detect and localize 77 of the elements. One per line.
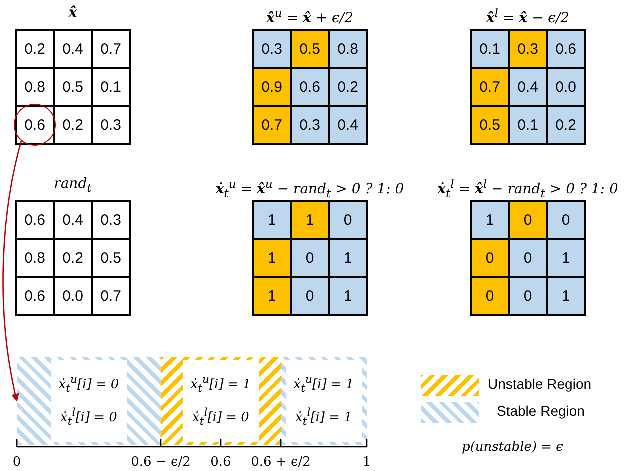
matrix-cell: 0.7 — [92, 277, 130, 315]
formula-text: ẋ$_{t}$$^{l}$[i] = 0 — [192, 405, 250, 430]
formula-text: ẋ$_{t}$$^{u}$[i] = 1 — [190, 372, 252, 397]
matrix-cell: 0.0 — [547, 68, 585, 106]
matrix-cell: 0 — [471, 277, 509, 315]
formula-text: ẋ$_{t}$$^{l}$[i] = 1 — [296, 405, 352, 430]
legend-label: Unstable Region — [488, 376, 592, 392]
matrix-cell: 0 — [471, 239, 509, 277]
tick-label: 0.6 + ϵ/2 — [251, 454, 311, 471]
matrix-cell: 0.3 — [92, 106, 130, 144]
matrix-cell: 0.6 — [16, 277, 54, 315]
tick-label: 0 — [12, 454, 22, 471]
matrix-cell: 0.7 — [471, 68, 509, 106]
curved-arrow — [2, 140, 22, 402]
matrix-cell: 0.1 — [509, 106, 547, 144]
matrix-cell: 1 — [329, 277, 367, 315]
matrix-cell: 0.8 — [329, 30, 367, 68]
matrix-title: x̂$^{l}$ = x̂ − ϵ/2 — [485, 5, 571, 27]
matrix-cell: 1 — [253, 239, 291, 277]
matrix-cell: 0.6 — [291, 68, 329, 106]
formula-text: p(unstable) = ϵ — [462, 439, 564, 457]
matrix-cell: 0.3 — [509, 30, 547, 68]
matrix-cell: 1 — [253, 201, 291, 239]
matrix-cell: 0.1 — [92, 68, 130, 106]
matrix-cell: 0.0 — [54, 277, 92, 315]
matrix-cell: 0 — [329, 201, 367, 239]
matrix-cell: 0.6 — [547, 30, 585, 68]
matrix-cell: 1 — [471, 201, 509, 239]
matrix-cell: 0.2 — [54, 106, 92, 144]
matrix-cell: 0 — [509, 201, 547, 239]
matrix-cell: 0.7 — [253, 106, 291, 144]
formula-text: ẋ$_{t}$$^{l}$[i] = 0 — [60, 405, 118, 430]
legend-label: Stable Region — [497, 403, 585, 419]
formula-text: ẋ$_{t}$$^{u}$[i] = 0 — [58, 372, 120, 397]
matrix-cell: 0.5 — [54, 68, 92, 106]
matrix-cell: 0.5 — [92, 239, 130, 277]
matrix-cell: 0.5 — [291, 30, 329, 68]
matrix-cell: 0 — [291, 277, 329, 315]
matrix-cell: 0.4 — [329, 106, 367, 144]
unstable-region — [161, 357, 281, 445]
matrix-cell: 1 — [329, 239, 367, 277]
matrix-cell: 0.2 — [16, 30, 54, 68]
matrix-title: rand$_{t}$ — [53, 175, 93, 197]
matrix-cell: 0.4 — [54, 201, 92, 239]
matrix-cell: 0.3 — [253, 30, 291, 68]
matrix-cell: 0.5 — [471, 106, 509, 144]
matrix-cell: 0.8 — [16, 239, 54, 277]
matrix-cell: 0.4 — [509, 68, 547, 106]
matrix-cell: 0.2 — [547, 106, 585, 144]
matrix-cell: 0.4 — [54, 30, 92, 68]
matrix-cell: 1 — [291, 201, 329, 239]
matrix-cell: 0.6 — [16, 201, 54, 239]
matrix-title: ẋ$_{t}$$^{u}$ = x̂$^{u}$ − rand$_{t}$ > 0 ? 1: 0 — [215, 176, 405, 198]
tick-label: 0.6 — [210, 454, 232, 471]
matrix-cell: 0 — [509, 239, 547, 277]
matrix-title: ẋ$_{t}$$^{l}$ = x̂$^{l}$ − rand$_{t}$ > 0 ? 1: 0 — [436, 176, 620, 198]
matrix-title: x̂ — [68, 4, 78, 23]
tick-label: 0.6 − ϵ/2 — [131, 454, 191, 471]
matrix-cell: 0.1 — [471, 30, 509, 68]
matrix-cell: 1 — [253, 277, 291, 315]
matrix-cell: 1 — [547, 277, 585, 315]
matrix-cell: 0.7 — [92, 30, 130, 68]
matrix-cell: 1 — [547, 239, 585, 277]
matrix-cell: 0 — [291, 239, 329, 277]
matrix-cell: 0.3 — [291, 106, 329, 144]
matrix-cell: 0 — [547, 201, 585, 239]
matrix-cell: 0.9 — [253, 68, 291, 106]
matrix-cell: 0 — [509, 277, 547, 315]
matrix-cell: 0.8 — [16, 68, 54, 106]
cell-value: 0.6 — [24, 116, 46, 134]
matrix-cell: 0.3 — [92, 201, 130, 239]
matrix-cell: 0.2 — [329, 68, 367, 106]
stable-region — [17, 357, 161, 445]
tick-label: 1 — [362, 454, 372, 471]
matrix-cell: 0.2 — [54, 239, 92, 277]
matrix-title: x̂$^{u}$ = x̂ + ϵ/2 — [266, 5, 354, 27]
formula-text: ẋ$_{t}$$^{u}$[i] = 1 — [294, 372, 354, 397]
